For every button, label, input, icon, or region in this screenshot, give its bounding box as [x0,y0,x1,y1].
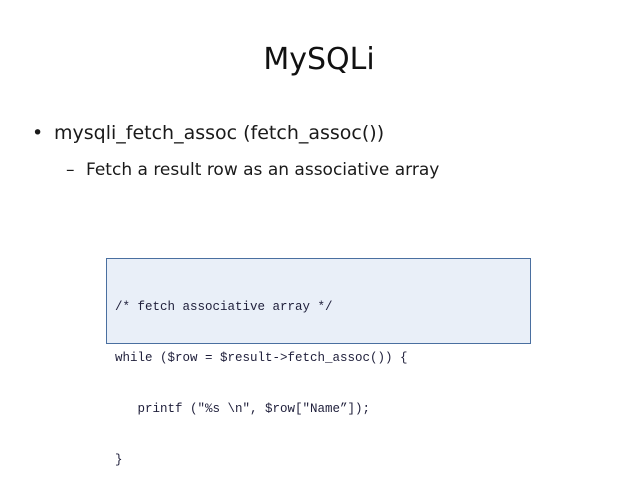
bullet-item: • mysqli_fetch_assoc (fetch_assoc()) [32,120,384,146]
code-block: /* fetch associative array */ while ($ro… [106,258,531,467]
sub-bullet-item: –Fetch a result row as an associative ar… [66,158,439,182]
code-line: printf ("%s \n", $row["Name”]); [115,402,371,416]
code-line: /* fetch associative array */ [115,300,333,314]
bullet-marker: • [32,122,44,144]
code-line: while ($row = $result->fetch_assoc()) { [115,351,408,365]
slide-title: MySQLi [263,42,375,77]
bullet-text: mysqli_fetch_assoc (fetch_assoc()) [54,122,385,144]
sub-bullet-text: Fetch a result row as an associative arr… [86,160,440,180]
sub-bullet-marker: – [66,160,75,180]
code-line: } [115,453,123,467]
